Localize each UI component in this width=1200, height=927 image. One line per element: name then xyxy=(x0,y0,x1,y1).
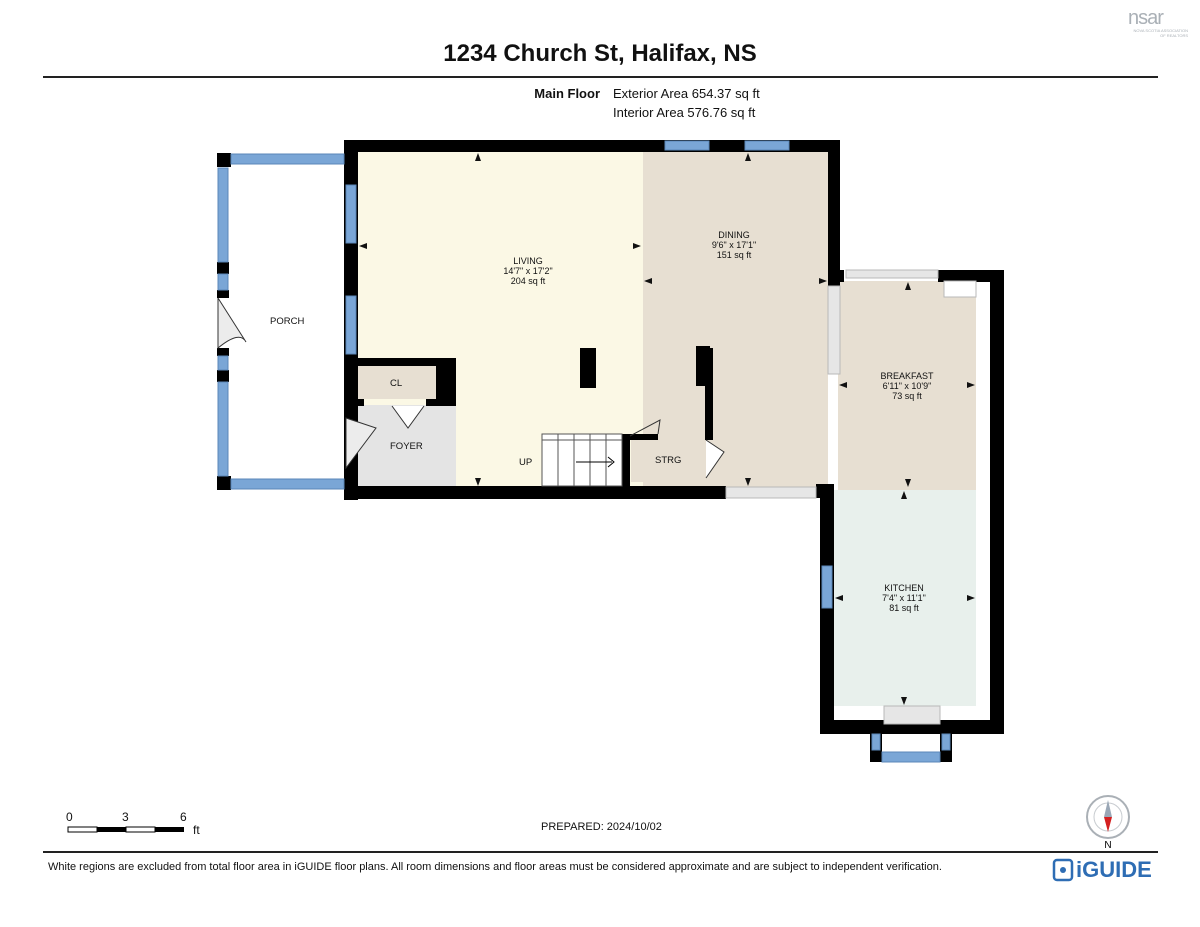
room-label-breakfast: BREAKFAST 6'11" x 10'9" 73 sq ft xyxy=(880,371,934,401)
room-label-dining: DINING 9'6" x 17'1" 151 sq ft xyxy=(711,230,757,260)
disclaimer: White regions are excluded from total fl… xyxy=(48,861,942,873)
room-label-living: LIVING 14'7" x 17'2" 204 sq ft xyxy=(503,256,553,286)
scale-tick-0: 0 xyxy=(66,810,73,824)
compass-icon xyxy=(1086,795,1130,839)
stairs-label: UP xyxy=(519,457,533,468)
floor-name: Main Floor xyxy=(534,86,600,101)
dimension-arrows xyxy=(359,153,975,705)
scale-tick-6: 6 xyxy=(180,810,187,824)
room-label-storage: STRG xyxy=(655,455,682,466)
breakfast-room-fill xyxy=(838,281,976,490)
title-divider xyxy=(43,76,1158,78)
doors xyxy=(217,297,725,479)
scale-labels: 0 3 6 ft xyxy=(0,810,220,837)
storage-fill xyxy=(631,440,705,482)
interior-area: Interior Area 576.76 sq ft xyxy=(613,105,756,120)
windows xyxy=(217,140,951,763)
room-label-foyer: FOYER xyxy=(390,441,423,452)
compass-label: N xyxy=(1104,840,1111,851)
scale-bar xyxy=(67,826,184,833)
iguide-icon xyxy=(1052,858,1074,882)
kitchen-room-fill xyxy=(834,490,976,706)
openings xyxy=(725,269,977,725)
page-title: 1234 Church St, Halifax, NS xyxy=(443,40,757,67)
exterior-area: Exterior Area 654.37 sq ft xyxy=(613,86,760,101)
closet-fill xyxy=(358,366,436,399)
room-label-porch: PORCH xyxy=(270,316,305,327)
scale-unit: ft xyxy=(193,823,200,837)
footer-divider xyxy=(43,851,1158,853)
stairs xyxy=(541,433,623,487)
nsar-logo: nsar NOVA SCOTIA ASSOCIATION OF REALTORS xyxy=(1128,7,1188,38)
dining-room-fill xyxy=(643,152,828,487)
room-label-closet: CL xyxy=(390,378,403,389)
room-label-kitchen: KITCHEN 7'4" x 11'1" 81 sq ft xyxy=(882,583,926,613)
iguide-logo: iGUIDE xyxy=(1076,857,1152,882)
prepared-date: PREPARED: 2024/10/02 xyxy=(541,821,662,833)
scale-tick-3: 3 xyxy=(122,810,129,824)
